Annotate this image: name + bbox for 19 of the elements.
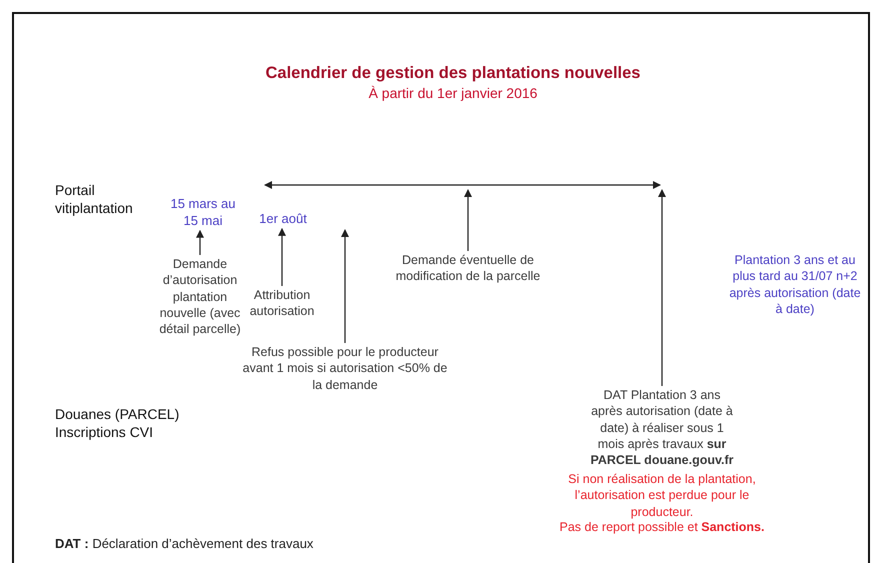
subtitle: À partir du 1er janvier 2016 bbox=[368, 84, 538, 102]
arrow bbox=[658, 189, 666, 386]
lane-label: Portail vitiplantation bbox=[55, 181, 134, 218]
diagram-title: Calendrier de gestion des plantations nouvelles bbox=[264, 63, 642, 84]
arrow bbox=[464, 189, 472, 251]
warning-text: Si non réalisation de la plantation, l’autorisation est perdue pour le producteur. bbox=[567, 471, 757, 520]
date-label: 1er août bbox=[248, 211, 318, 228]
note-text: Refus possible pour le producteur avant 1 mois si autorisation <50% de la demande bbox=[240, 344, 450, 393]
step-text: DAT Plantation 3 ans après autorisation (date à date) à réaliser sous 1 mois après travaux sur PARCEL douane.gouv.fr bbox=[587, 387, 737, 468]
arrow bbox=[196, 230, 204, 255]
arrow bbox=[278, 228, 286, 286]
arrow bbox=[341, 229, 349, 343]
date-label: 15 mars au 15 mai bbox=[165, 196, 241, 230]
step-text: Demande d’autorisation plantation nouvelle (avec détail parcelle) bbox=[158, 256, 242, 338]
warning-text: Pas de report possible et Sanctions. bbox=[558, 519, 766, 536]
lane-label: Douanes (PARCEL) Inscriptions CVI bbox=[55, 405, 180, 442]
step-text: Demande éventuelle de modification de la parcelle bbox=[388, 252, 548, 284]
footnote: DAT : Déclaration d’achèvement des travaux bbox=[55, 536, 314, 553]
note-text: Plantation 3 ans et au plus tard au 31/07 n+2 après autorisation (date à date) bbox=[728, 252, 862, 317]
